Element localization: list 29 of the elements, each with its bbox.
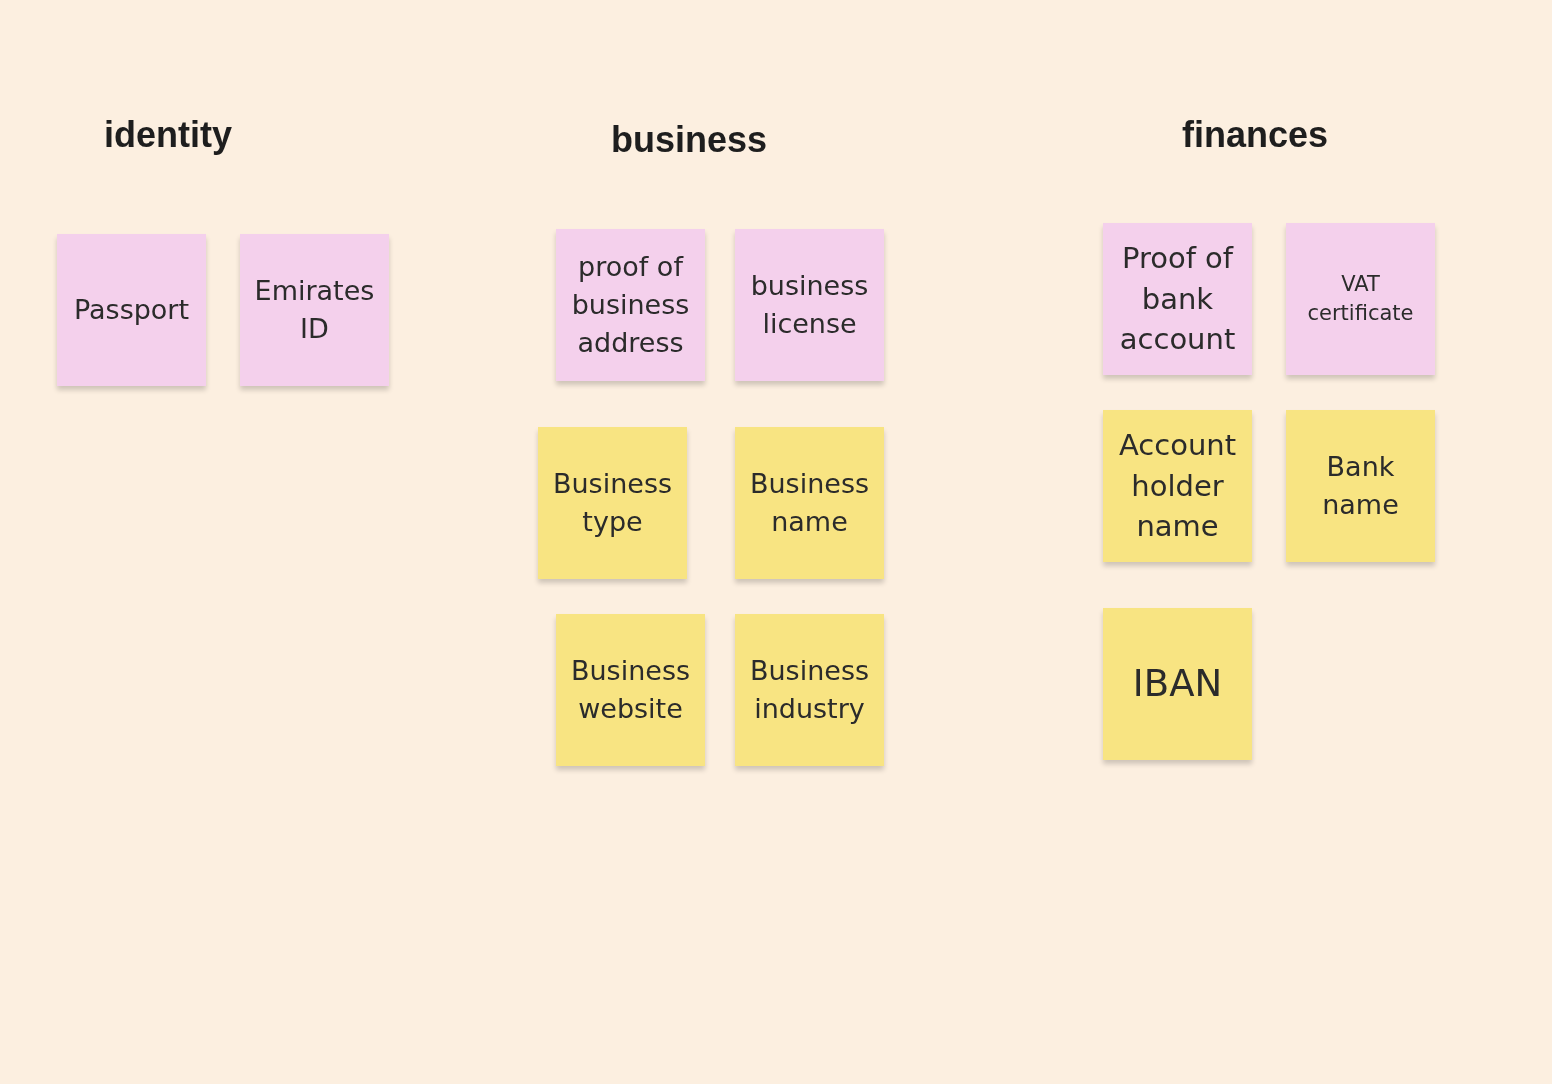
note-text: Passport bbox=[73, 293, 190, 328]
sticky-note bbox=[538, 427, 687, 579]
note-text: Proof of bank account bbox=[1118, 240, 1237, 359]
sticky-note bbox=[1286, 223, 1435, 375]
note-text: IBAN bbox=[1132, 661, 1223, 708]
sticky-note bbox=[1103, 223, 1252, 375]
sticky-note bbox=[735, 614, 884, 766]
note-text: Account holder name bbox=[1117, 427, 1238, 546]
sticky-note bbox=[735, 427, 884, 579]
column-heading: finances bbox=[1181, 114, 1329, 156]
sticky-note bbox=[735, 229, 884, 381]
note-text: business license bbox=[749, 269, 870, 341]
note-text: Emirates ID bbox=[253, 274, 376, 346]
note-text: VAT certificate bbox=[1306, 270, 1415, 327]
sticky-note bbox=[556, 229, 705, 381]
sticky-note bbox=[57, 234, 206, 386]
sticky-note bbox=[1286, 410, 1435, 562]
note-text: Business name bbox=[748, 467, 871, 539]
note-text: proof of business address bbox=[570, 250, 691, 360]
sticky-note bbox=[240, 234, 389, 386]
sticky-note bbox=[1103, 608, 1252, 760]
note-text: Business type bbox=[551, 467, 674, 539]
note-text: Business industry bbox=[748, 654, 871, 726]
sticky-note bbox=[1103, 410, 1252, 562]
column-heading: identity bbox=[104, 114, 232, 156]
column-heading: business bbox=[610, 119, 768, 161]
note-text: Business website bbox=[569, 654, 692, 726]
sticky-note bbox=[556, 614, 705, 766]
note-text: Bank name bbox=[1321, 450, 1400, 522]
